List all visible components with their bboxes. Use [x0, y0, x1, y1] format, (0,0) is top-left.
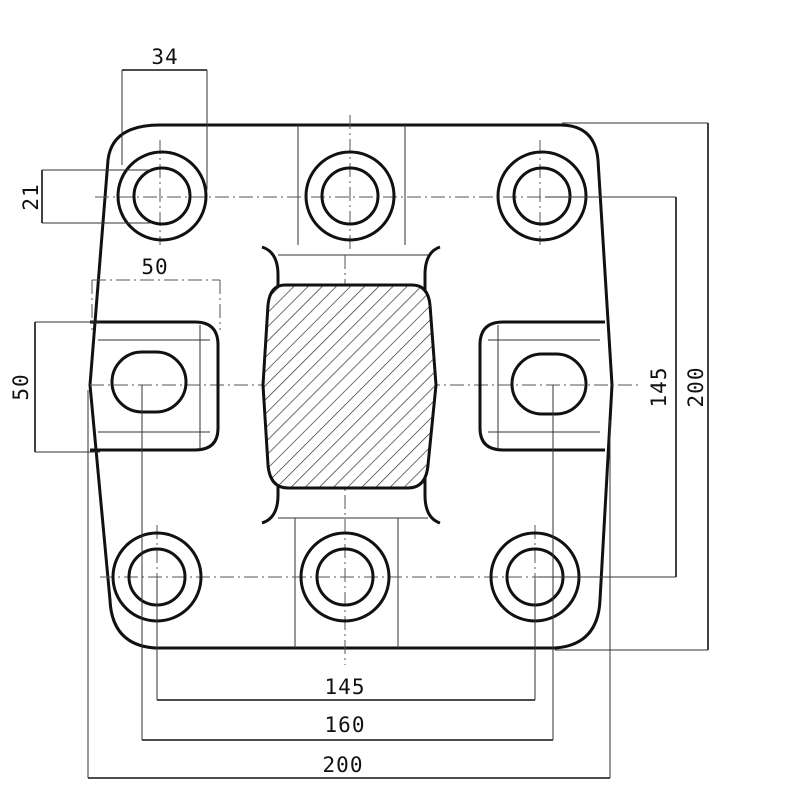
dimension-label-200-horizontal: 200 — [323, 753, 364, 777]
dimension-label-21: 21 — [19, 183, 43, 210]
dimension-160: 160 — [141, 385, 554, 741]
hole-top-middle — [304, 150, 396, 242]
dimension-label-145-horizontal: 145 — [325, 675, 366, 699]
dimension-label-145-vertical: 145 — [647, 367, 671, 408]
dimension-21: 21 — [19, 169, 150, 224]
dimension-145-horizontal: 145 — [156, 580, 536, 701]
dimension-label-50-height: 50 — [9, 373, 33, 400]
dimension-200-vertical: 200 — [555, 122, 709, 651]
hole-bottom-middle — [299, 531, 391, 623]
slot-boss-right — [478, 320, 605, 452]
plate-outline — [88, 123, 614, 650]
hole-top-left — [116, 150, 208, 242]
dimension-label-200-vertical: 200 — [684, 367, 708, 408]
hole-top-right — [496, 150, 588, 242]
slot-boss-left — [90, 320, 220, 452]
center-section-hatched — [261, 245, 441, 525]
dimension-34: 34 — [121, 45, 208, 190]
dimension-50-width: 50 — [91, 255, 221, 330]
dimension-label-34: 34 — [151, 45, 178, 69]
dimension-50-height: 50 — [9, 321, 100, 453]
dimension-200-horizontal: 200 — [87, 390, 611, 779]
rib-lines — [278, 125, 428, 648]
dimension-label-50-width: 50 — [141, 255, 168, 279]
dimension-label-160: 160 — [325, 713, 366, 737]
dimension-145-vertical: 145 — [538, 196, 677, 578]
